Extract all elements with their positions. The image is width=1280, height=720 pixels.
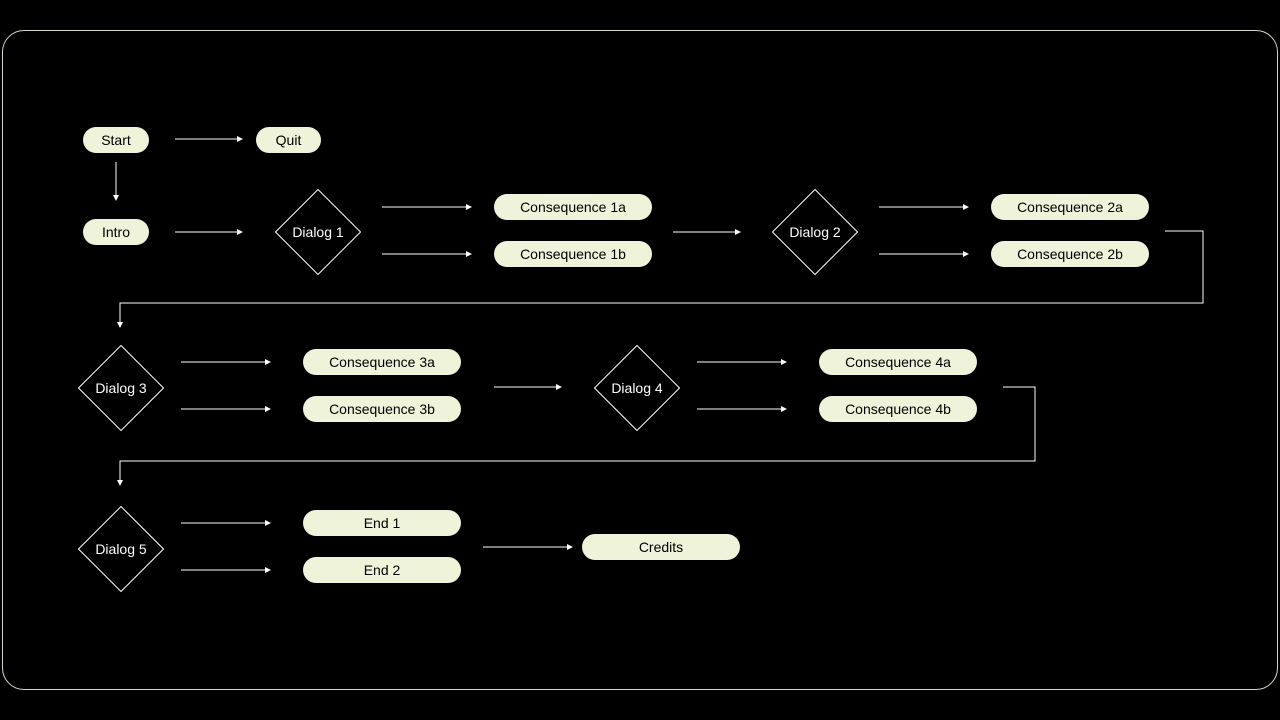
node-consequence-3b[interactable]: Consequence 3b	[303, 396, 461, 422]
diamond-shape	[772, 189, 858, 275]
node-credits[interactable]: Credits	[582, 534, 740, 560]
node-quit[interactable]: Quit	[256, 127, 321, 153]
node-consequence-2a[interactable]: Consequence 2a	[991, 194, 1149, 220]
diamond-shape	[594, 345, 680, 431]
node-consequence-4a[interactable]: Consequence 4a	[819, 349, 977, 375]
dialog-label: Dialog 5	[95, 541, 147, 557]
diamond-shape	[78, 506, 164, 592]
node-dialog-1[interactable]: Dialog 1	[275, 189, 361, 275]
diamond-shape	[78, 345, 164, 431]
node-end-1[interactable]: End 1	[303, 510, 461, 536]
node-dialog-2[interactable]: Dialog 2	[772, 189, 858, 275]
node-consequence-1b[interactable]: Consequence 1b	[494, 241, 652, 267]
node-end-2[interactable]: End 2	[303, 557, 461, 583]
node-intro[interactable]: Intro	[83, 219, 149, 245]
diamond-shape	[275, 189, 361, 275]
node-consequence-4b[interactable]: Consequence 4b	[819, 396, 977, 422]
node-dialog-4[interactable]: Dialog 4	[594, 345, 680, 431]
dialog-label: Dialog 1	[292, 224, 344, 240]
canvas-frame	[2, 30, 1278, 690]
edge-c4b-dialog5	[117, 386, 1036, 486]
node-consequence-3a[interactable]: Consequence 3a	[303, 349, 461, 375]
node-dialog-3[interactable]: Dialog 3	[78, 345, 164, 431]
edge-c2b-dialog3	[117, 230, 1204, 328]
dialog-label: Dialog 4	[611, 380, 663, 396]
node-consequence-1a[interactable]: Consequence 1a	[494, 194, 652, 220]
node-start[interactable]: Start	[83, 127, 149, 153]
node-dialog-5[interactable]: Dialog 5	[78, 506, 164, 592]
node-consequence-2b[interactable]: Consequence 2b	[991, 241, 1149, 267]
dialog-label: Dialog 2	[789, 224, 841, 240]
dialog-label: Dialog 3	[95, 380, 147, 396]
